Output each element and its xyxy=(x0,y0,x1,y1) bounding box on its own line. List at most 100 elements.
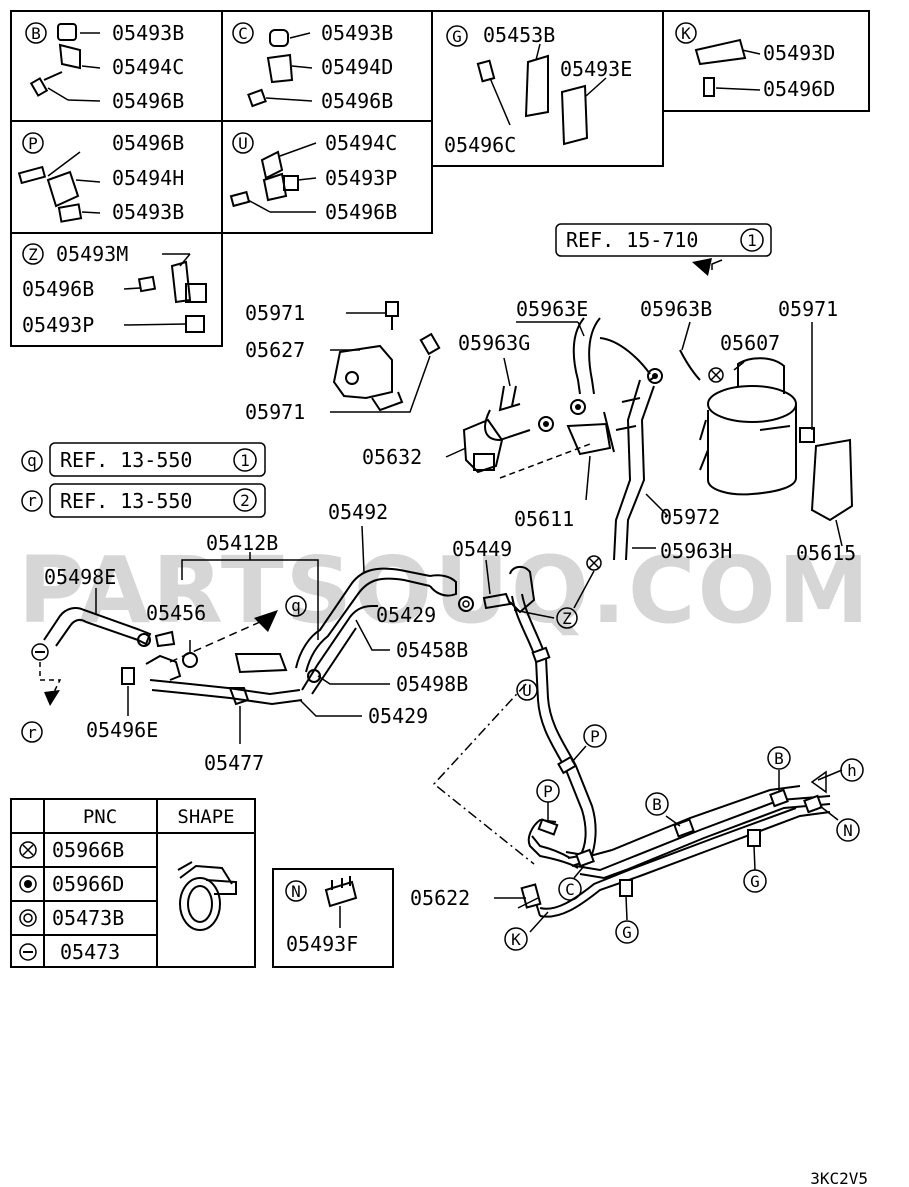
cross-symbol-icon xyxy=(19,841,37,859)
inset-box-k[interactable]: K 05493D 05496D xyxy=(675,22,835,101)
callout-label[interactable]: 05971 xyxy=(245,301,305,325)
letter-marker xyxy=(232,22,254,44)
callout-label[interactable]: 05492 xyxy=(328,500,388,524)
letter-marker xyxy=(285,880,307,902)
fuel-pipes xyxy=(295,567,457,695)
part-number[interactable]: 05494H xyxy=(112,166,184,190)
double-ring-symbol-icon xyxy=(19,909,37,927)
part-number[interactable]: 05493B xyxy=(321,21,393,45)
callout-label[interactable]: 05971 xyxy=(778,297,838,321)
legend-table: PNC SHAPE 05966B 05966D 05473B 05473 xyxy=(10,798,256,968)
marker-letter: h xyxy=(847,761,857,780)
part-number[interactable]: 05493B xyxy=(112,21,184,45)
part-number[interactable]: 05493P xyxy=(325,166,397,190)
box-letter: P xyxy=(28,134,38,153)
reference-text: REF. 15-710 xyxy=(566,228,698,252)
part-number[interactable]: 05493E xyxy=(560,57,632,81)
diagram-code: 3KC2V5 xyxy=(810,1169,868,1187)
part-number[interactable]: 05493D xyxy=(763,41,835,65)
inset-box-grid xyxy=(10,10,870,347)
marker-letter: G xyxy=(622,923,632,942)
inset-box-c[interactable]: C 05493B 05494D 05496B xyxy=(232,21,393,113)
inset-box-b[interactable]: B 05493B 05494C 05496B xyxy=(25,21,184,113)
part-number[interactable]: 05493B xyxy=(112,200,184,224)
marker-letter: K xyxy=(511,930,521,949)
callout-label[interactable]: 05412B xyxy=(206,531,278,555)
reference-q[interactable]: q REF. 13-550 1 xyxy=(21,442,266,477)
marker-q xyxy=(285,595,307,617)
inset-box-n[interactable]: N 05493F xyxy=(272,868,394,968)
part-number[interactable]: 05496D xyxy=(763,77,835,101)
part-number[interactable]: 05453B xyxy=(483,23,555,47)
callout-label[interactable]: 05971 xyxy=(245,400,305,424)
reference-15-710[interactable]: REF. 15-710 1 xyxy=(555,223,772,276)
reference-r[interactable]: r REF. 13-550 2 xyxy=(21,483,266,518)
callout-label[interactable]: 05963H xyxy=(660,539,732,563)
part-number[interactable]: 05496B xyxy=(112,89,184,113)
letter-marker xyxy=(25,22,47,44)
inset-box-u[interactable]: U 05494C 05493P 05496B xyxy=(229,131,397,224)
minus-symbol-icon xyxy=(19,943,37,961)
callout-label[interactable]: 05429 xyxy=(368,704,428,728)
part-number[interactable]: 05493P xyxy=(22,313,94,337)
part-number[interactable]: 05494C xyxy=(325,131,397,155)
marker-n xyxy=(836,818,860,842)
fuel-pipe-route xyxy=(511,593,831,918)
hose-joint xyxy=(482,566,536,614)
callout-label[interactable]: 05611 xyxy=(514,507,574,531)
reference-text: REF. 13-550 xyxy=(60,489,192,513)
letter-marker xyxy=(675,22,697,44)
canister-bracket xyxy=(799,427,854,522)
clip-icon xyxy=(17,165,83,223)
vapor-pipe xyxy=(613,379,655,561)
part-number[interactable]: 05496B xyxy=(112,131,184,155)
letter-marker xyxy=(232,132,254,154)
legend-pnc[interactable]: 05966B xyxy=(52,838,124,862)
callout-label[interactable]: 05607 xyxy=(720,331,780,355)
box-letter: Z xyxy=(28,245,38,264)
callout-label[interactable]: 05627 xyxy=(245,338,305,362)
hose-clamp-icon xyxy=(177,861,237,931)
callout-label[interactable]: 05963G xyxy=(458,331,530,355)
inset-box-p[interactable]: P 05496B 05494H 05493B xyxy=(17,131,184,224)
clip-icon xyxy=(29,23,81,97)
inset-box-z[interactable]: Z 05493M 05496B 05493P xyxy=(22,242,207,337)
marker-letter: r xyxy=(27,491,37,510)
callout-label[interactable]: 05615 xyxy=(796,541,856,565)
callout-label[interactable]: 05622 xyxy=(410,886,470,910)
marker-z xyxy=(556,607,578,629)
part-number[interactable]: 05496B xyxy=(325,200,397,224)
callout-label[interactable]: 05456 xyxy=(146,601,206,625)
part-number[interactable]: 05493M xyxy=(56,242,128,266)
inset-box-g[interactable]: G 05453B 05493E 05496C xyxy=(444,23,632,157)
callout-label[interactable]: 05963B xyxy=(640,297,712,321)
callout-label[interactable]: 05972 xyxy=(660,505,720,529)
marker-letter: q xyxy=(27,451,37,470)
clip-icon xyxy=(247,29,294,108)
vapor-hoses xyxy=(484,317,701,442)
marker-letter: G xyxy=(750,872,760,891)
part-number[interactable]: 05496B xyxy=(22,277,94,301)
legend-pnc[interactable]: 05966D xyxy=(52,872,124,896)
legend-pnc[interactable]: 05473B xyxy=(52,906,124,930)
reference-number: 1 xyxy=(240,451,250,470)
callout-label[interactable]: 05498B xyxy=(396,672,468,696)
marker-p xyxy=(536,779,560,803)
purge-valve xyxy=(462,411,615,474)
callout-label[interactable]: 05963E xyxy=(516,297,588,321)
callout-label[interactable]: 05477 xyxy=(204,751,264,775)
callout-label[interactable]: 05429 xyxy=(376,603,436,627)
callout-label[interactable]: 05632 xyxy=(362,445,422,469)
callout-label[interactable]: 05498E xyxy=(44,565,116,589)
part-number[interactable]: 05496C xyxy=(444,133,516,157)
part-number[interactable]: 05494C xyxy=(112,55,184,79)
part-number[interactable]: 05496B xyxy=(321,89,393,113)
legend-pnc[interactable]: 05473 xyxy=(60,940,120,964)
marker-k xyxy=(504,927,528,951)
callout-label[interactable]: 05449 xyxy=(452,537,512,561)
part-number[interactable]: 05494D xyxy=(321,55,393,79)
callout-label[interactable]: 05496E xyxy=(86,718,158,742)
marker-b xyxy=(767,746,791,770)
part-number[interactable]: 05493F xyxy=(286,932,358,956)
callout-label[interactable]: 05458B xyxy=(396,638,468,662)
